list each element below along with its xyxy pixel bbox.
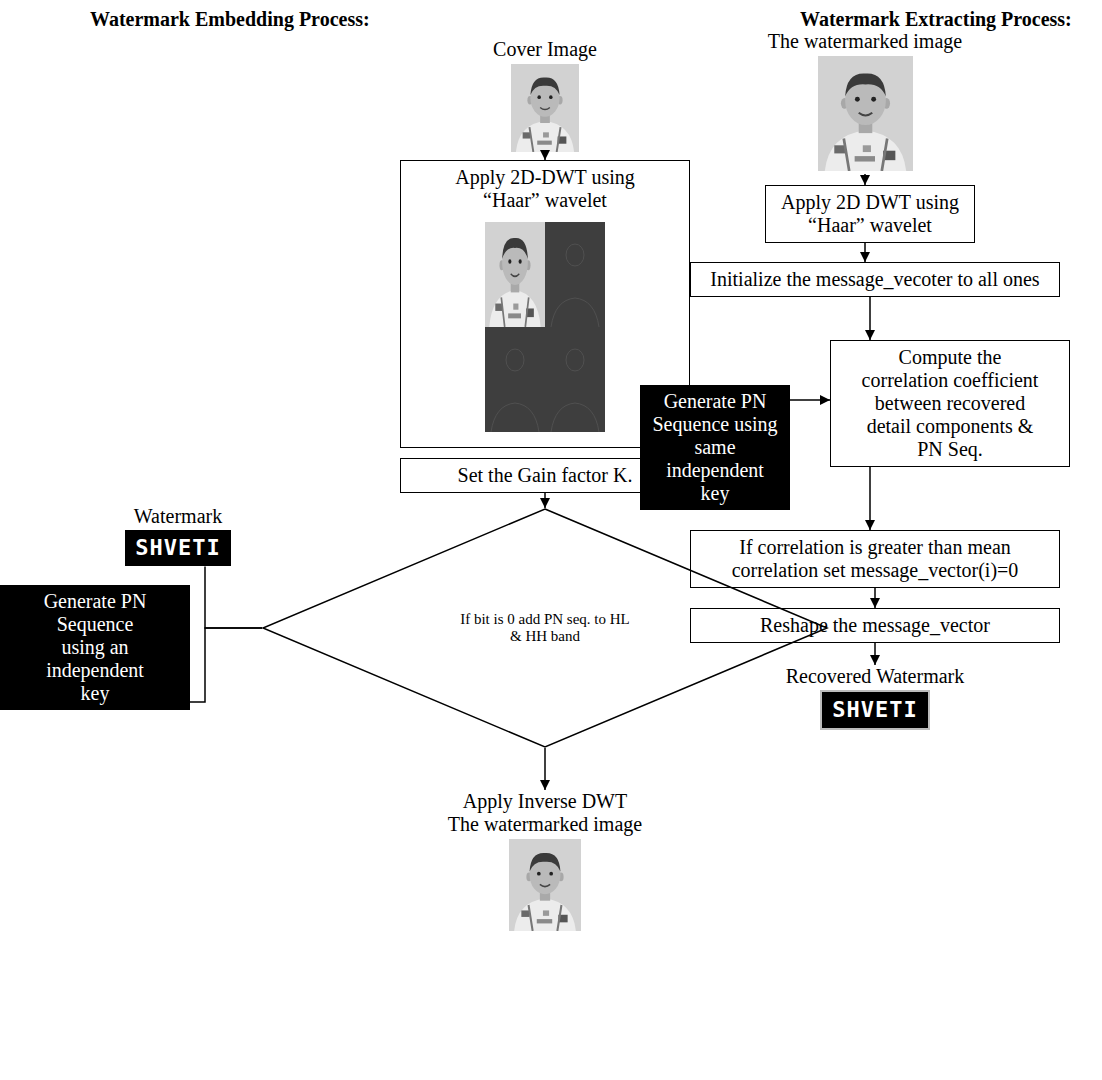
node-text: Compute the correlation coefficient betw… (860, 346, 1040, 461)
watermarked-photo (509, 839, 581, 931)
image-node: Cover Image (480, 38, 610, 155)
node-text: Recovered Watermark (775, 665, 975, 688)
image-node: The watermarked image (760, 30, 970, 174)
edge-trace (551, 298, 599, 327)
flow-arrow (790, 399, 830, 401)
node-text: The watermarked image (760, 30, 970, 53)
key-generator-box: Generate PN Sequence using an independen… (0, 585, 190, 710)
section-title: Watermark Extracting Process: (800, 8, 1072, 31)
process-box: Compute the correlation coefficient betw… (830, 340, 1070, 467)
node-text: Set the Gain factor K. (458, 464, 633, 487)
edge-trace (566, 349, 584, 371)
edge-trace (551, 403, 599, 432)
image-slot (425, 836, 665, 934)
process-box: Apply 2D DWT using “Haar” wavelet (765, 185, 975, 243)
node-text: Apply 2D-DWT using “Haar” wavelet (440, 166, 650, 212)
node-text: Generate PN Sequence using an independen… (35, 590, 155, 705)
dwt-subbands (485, 222, 605, 432)
node-text: If bit is 0 add PN seq. to HL & HH band (460, 611, 630, 646)
flow-arrow (544, 493, 546, 508)
watermark-image-text: SHVETI (125, 530, 230, 566)
node-text: Generate PN Sequence using same independ… (650, 390, 780, 505)
key-generator-box: Generate PN Sequence using same independ… (640, 385, 790, 510)
approximation-band (485, 222, 545, 327)
detail-edges (491, 244, 599, 432)
child-photo (509, 839, 581, 931)
watermark-node: WatermarkSHVETI (118, 505, 238, 566)
edge-trace (506, 349, 524, 371)
node-text: Apply Inverse DWT (425, 790, 665, 813)
flow-arrow (869, 297, 871, 340)
image-slot (480, 61, 610, 155)
watermark-node: Recovered WatermarkSHVETI (775, 665, 975, 730)
bracket-line (190, 628, 262, 702)
watermarked-photo (818, 56, 913, 171)
node-text: Initialize the message_vecoter to all on… (710, 268, 1039, 291)
edge-trace (491, 403, 539, 432)
process-box: Initialize the message_vecoter to all on… (690, 262, 1060, 297)
bracket-line (205, 566, 262, 628)
process-box: Reshape the message_vector (690, 608, 1060, 643)
node-text: Reshape the message_vector (760, 614, 990, 637)
cover-photo (511, 64, 579, 152)
flow-arrow (864, 243, 866, 262)
flow-arrow (869, 467, 871, 530)
section-title: Watermark Embedding Process: (90, 8, 370, 31)
connector-group (190, 155, 875, 790)
watermark-image-text: SHVETI (820, 690, 929, 730)
node-text: The watermarked image (425, 813, 665, 836)
node-text: Apply 2D DWT using “Haar” wavelet (775, 191, 965, 237)
image-node: Apply Inverse DWTThe watermarked image (425, 790, 665, 934)
edge-trace (566, 244, 584, 266)
child-photo (511, 64, 579, 152)
node-text: If correlation is greater than mean corr… (700, 536, 1050, 582)
flow-arrow (864, 174, 866, 185)
flow-arrow (874, 643, 876, 665)
flow-arrow (874, 588, 876, 608)
flow-arrow (544, 748, 546, 790)
node-text: Cover Image (480, 38, 610, 61)
detail-band (485, 222, 605, 432)
image-slot (760, 53, 970, 174)
process-box: If correlation is greater than mean corr… (690, 530, 1060, 588)
child-photo (818, 56, 913, 171)
node-text: Watermark (118, 505, 238, 528)
